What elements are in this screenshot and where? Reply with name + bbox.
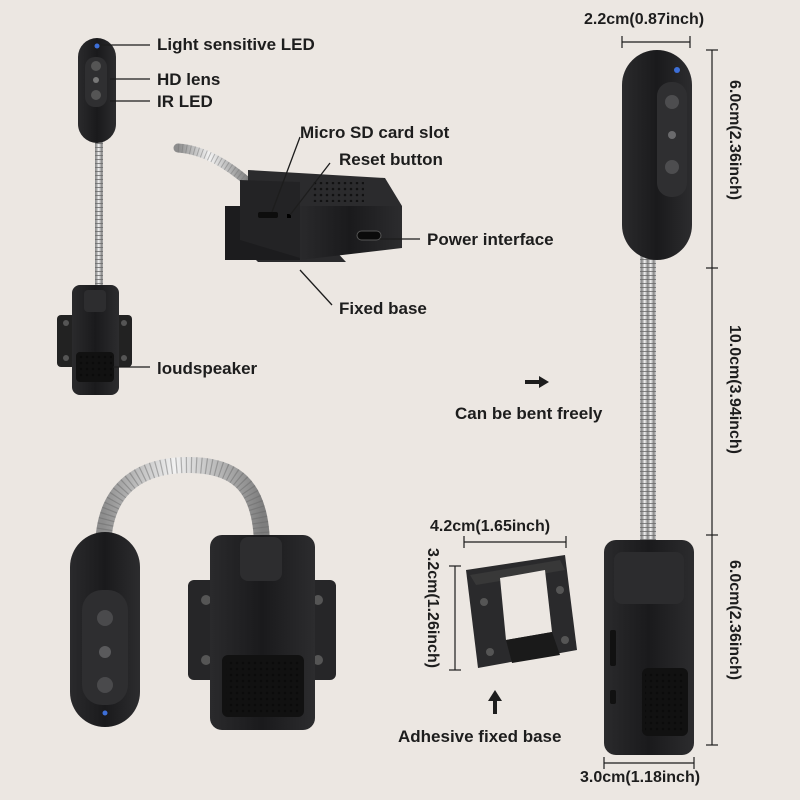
- label-hd-lens: HD lens: [157, 70, 221, 89]
- device-angled: [173, 143, 402, 262]
- leader-lines: [100, 44, 420, 368]
- gooseneck-tall: [640, 250, 656, 550]
- label-power-interface: Power interface: [427, 230, 554, 249]
- label-loudspeaker: loudspeaker: [157, 359, 258, 378]
- label-reset-button: Reset button: [339, 150, 443, 169]
- speaker-grill-bent: [226, 659, 300, 713]
- device-front-small: [57, 38, 132, 395]
- label-adhesive-fixed-base: Adhesive fixed base: [398, 727, 562, 746]
- device-bent: [70, 456, 336, 730]
- device-side-tall: [604, 50, 694, 755]
- dim-body-length: 6.0cm(2.36inch): [726, 560, 743, 681]
- sd-slot: [258, 212, 278, 218]
- label-ir-led: IR LED: [157, 92, 213, 111]
- gooseneck-angled: [173, 143, 253, 187]
- reset-hole: [287, 214, 291, 218]
- label-micro-sd-slot: Micro SD card slot: [300, 123, 450, 142]
- light-sensor-dot: [94, 43, 100, 49]
- dim-body-width: 3.0cm(1.18inch): [580, 769, 701, 786]
- speaker-grill-angled: [312, 182, 364, 202]
- speaker-grill: [78, 355, 112, 379]
- adhesive-base: [466, 555, 577, 668]
- dim-base-width: 4.2cm(1.65inch): [430, 518, 551, 535]
- label-fixed-base: Fixed base: [339, 299, 427, 318]
- dim-neck-length: 10.0cm(3.94inch): [726, 325, 743, 454]
- gooseneck: [95, 135, 103, 295]
- label-can-be-bent-freely: Can be bent freely: [455, 404, 603, 423]
- usb-c-port: [356, 230, 382, 241]
- arrows: [488, 376, 549, 714]
- dim-head-width: 2.2cm(0.87inch): [584, 11, 705, 28]
- dim-base-height: 3.2cm(1.26inch): [424, 548, 441, 669]
- label-light-sensitive-led: Light sensitive LED: [157, 35, 315, 54]
- dim-head-length: 6.0cm(2.36inch): [726, 80, 743, 201]
- dimension-lines: [449, 36, 718, 769]
- gooseneck-bent: [95, 456, 270, 551]
